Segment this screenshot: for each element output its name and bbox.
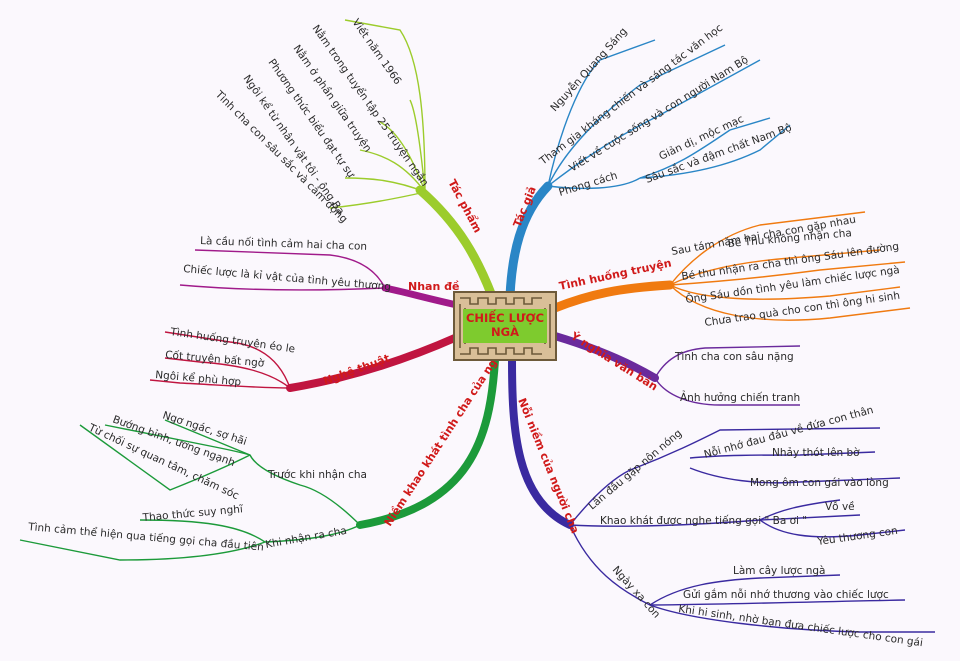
niem-khao-khat-group-1-item-0: Thao thức suy nghĩ [141, 503, 244, 524]
noi-niem-group-0-item-2: Mong ôm con gái vào lòng [750, 477, 889, 489]
niem-khao-khat-group-0-label: Trước khi nhận cha [267, 469, 367, 481]
noi-niem-group-2-item-1: Gửi gắm nỗi nhớ thương vào chiếc lược [683, 588, 889, 601]
noi-niem-group-1-item-0: Vỗ về [825, 500, 855, 513]
nghe-thuat-item-1: Cốt truyện bất ngờ [165, 349, 266, 370]
nghe-thuat-item-2: Ngôi kể phù hợp [155, 368, 242, 388]
tac-pham-branch-line [415, 185, 497, 301]
tac-gia-leaf-lines [547, 39, 791, 190]
tinh-huong-branch-line [550, 280, 675, 313]
tac-gia-item-3: Phong cách [557, 170, 619, 199]
y-nghia-item-1: Ảnh hưởng chiến tranh [680, 390, 800, 404]
y-nghia-item-0: Tình cha con sâu nặng [674, 351, 794, 363]
nghe-thuat-branch-line [286, 333, 461, 392]
noi-niem-group-2-label: Ngày xa con [610, 564, 663, 621]
nghe-thuat-leaf-lines [149, 331, 291, 389]
nhan-de-item-1: Chiếc lược là kỉ vật của tình yêu thương [183, 263, 392, 293]
noi-niem-group-0-item-1: Nhảy thót lên bờ [772, 447, 860, 459]
noi-niem-group-2-item-2: Khi hi sinh, nhờ bạn đưa chiếc lược cho … [678, 603, 924, 649]
tac-gia-branch-line [505, 181, 553, 301]
noi-niem-leaf-lines [569, 427, 935, 633]
nhan-de-item-0: Là cầu nối tình cảm hai cha con [200, 235, 367, 253]
niem-khao-khat-branch-line [356, 356, 499, 529]
y-nghia-leaf-lines [654, 345, 801, 406]
noi-niem-group-1-item-1: Yêu thương con [816, 525, 899, 548]
noi-niem-group-1-label: Khao khát được nghe tiếng gọi " Ba ơi " [600, 515, 807, 527]
central-topic-line1: CHIẾC LƯỢC [466, 309, 544, 325]
noi-niem-group-0-label: Lần đầu gặp nôn nóng [586, 427, 684, 512]
noi-niem-group-2-item-0: Làm cây lược ngà [733, 565, 825, 577]
maze-pattern-icon [459, 297, 551, 355]
nhan-de-branch-line [381, 284, 461, 309]
niem-khao-khat-leaf-lines [19, 419, 361, 561]
central-topic-line2: NGÀ [491, 324, 519, 339]
nhan-de-leaf-lines [179, 249, 386, 291]
y-nghia-label: Ý nghĩa văn bản [568, 329, 660, 393]
central-topic[interactable]: CHIẾC LƯỢC NGÀ [453, 291, 557, 361]
noi-niem-branch-line [508, 356, 574, 529]
tac-pham-leaf-lines [329, 19, 426, 209]
tac-pham-item-5: Tình cha con sâu sắc và cảm động [212, 87, 350, 225]
tinh-huong-leaf-lines [669, 211, 911, 321]
nhan-de-label: Nhan đề [408, 280, 459, 293]
niem-khao-khat-group-1-label: Khi nhận ra cha [264, 525, 347, 551]
y-nghia-branch-line [551, 332, 659, 382]
